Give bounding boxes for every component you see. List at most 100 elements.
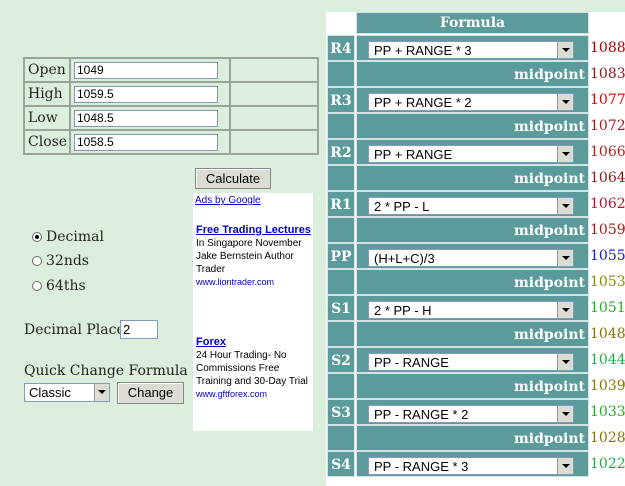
formula-set-select[interactable]: Classic [24,383,110,402]
ad-text: 24 Hour Trading- No Commissions Free Tra… [196,350,308,387]
ad-url-link[interactable]: www.gftforex.com [196,389,268,399]
level-label-r2: R2 [327,139,355,165]
high-input[interactable]: 1059.5 [74,85,218,103]
midpoint-label: midpoint [356,425,589,451]
ad-title-link[interactable]: Free Trading Lectures [196,224,311,236]
midpoint-value: 1028.00 [590,430,625,446]
radio-icon [32,256,42,266]
midpoint-spacer [327,165,355,191]
formula-cell: 2 * PP - L [356,191,589,217]
ad-url-link[interactable]: www.liontrader.com [196,277,275,287]
high-label: High [24,82,70,106]
decimal-places-input[interactable]: 2 [120,320,158,339]
formula-select-value: PP + RANGE * 3 [374,43,472,58]
formula-cell: PP - RANGE [356,347,589,373]
midpoint-value: 1039.00 [590,378,625,394]
radio-32nds-label: 32nds [46,253,89,269]
formula-select-r1[interactable]: 2 * PP - L [368,197,574,215]
formula-cell: PP - RANGE * 2 [356,399,589,425]
radio-selected-icon [32,232,42,242]
chevron-down-icon [557,198,573,214]
formula-select-value: PP - RANGE * 3 [374,459,469,474]
formula-select-s2[interactable]: PP - RANGE [368,353,574,371]
midpoint-value: 1083.00 [590,66,625,82]
midpoint-spacer [327,321,355,347]
quick-change-label: Quick Change Formula Set [24,363,216,379]
midpoint-label: midpoint [356,165,589,191]
calculate-button[interactable]: Calculate [195,168,271,189]
level-value-s3: 1033.50 [590,404,625,420]
level-label-pp: PP [327,243,355,269]
level-value-r4: 1088.50 [590,40,625,56]
open-row: Open 1049 [24,58,318,82]
low-label: Low [24,106,70,130]
ads-by-google-link[interactable]: Ads by Google [195,195,261,206]
formula-select-s1[interactable]: 2 * PP - H [368,301,574,319]
midpoint-spacer [327,61,355,87]
formula-select-value: (H+L+C)/3 [374,251,435,266]
chevron-down-icon [557,146,573,162]
midpoint-spacer [327,373,355,399]
formula-select-value: 2 * PP - L [374,199,430,214]
ohlc-input-table: Open 1049 High 1059.5 Low 1048.5 Close 1… [23,57,319,155]
chevron-down-icon [557,354,573,370]
close-input[interactable]: 1058.5 [74,133,218,151]
formula-select-value: PP + RANGE [374,147,453,162]
radio-icon [32,281,42,291]
level-value-r3: 1077.50 [590,92,625,108]
level-value-s2: 1044.50 [590,352,625,368]
radio-decimal-label: Decimal [46,229,104,245]
level-label-s3: S3 [327,399,355,425]
level-value-pp: 1055.50 [590,248,625,264]
midpoint-value: 1059.00 [590,222,625,238]
chevron-down-icon [557,302,573,318]
formula-select-s4[interactable]: PP - RANGE * 3 [368,457,574,475]
level-label-r3: R3 [327,87,355,113]
radio-64ths-label: 64ths [46,278,86,294]
ad-item: Free Trading Lectures In Singapore Novem… [196,224,313,289]
ad-item: Forex 24 Hour Trading- No Commissions Fr… [196,336,313,401]
chevron-down-icon [557,94,573,110]
midpoint-label: midpoint [356,113,589,139]
open-input[interactable]: 1049 [74,61,218,79]
formula-select-value: 2 * PP - H [374,303,432,318]
formula-select-pp[interactable]: (H+L+C)/3 [368,249,574,267]
midpoint-value: 1072.00 [590,118,625,134]
formula-select-s3[interactable]: PP - RANGE * 2 [368,405,574,423]
formula-select-r3[interactable]: PP + RANGE * 2 [368,93,574,111]
level-label-r1: R1 [327,191,355,217]
ad-text: In Singapore November Jake Bernstein Aut… [196,238,302,275]
high-row: High 1059.5 [24,82,318,106]
low-input[interactable]: 1048.5 [74,109,218,127]
formula-header: Formula [356,12,589,34]
radio-64ths[interactable]: 64ths [32,278,86,294]
change-button[interactable]: Change [117,382,184,404]
close-row: Close 1058.5 [24,130,318,154]
level-value-r2: 1066.50 [590,144,625,160]
ad-title-link[interactable]: Forex [196,336,226,348]
level-label-s4: S4 [327,451,355,477]
radio-32nds[interactable]: 32nds [32,253,89,269]
midpoint-label: midpoint [356,373,589,399]
radio-decimal[interactable]: Decimal [32,229,104,245]
formula-select-r2[interactable]: PP + RANGE [368,145,574,163]
low-row: Low 1048.5 [24,106,318,130]
formula-select-value: PP - RANGE [374,355,449,370]
decimal-places-label: Decimal Places [24,322,132,338]
midpoint-label: midpoint [356,321,589,347]
midpoint-value: 1048.00 [590,326,625,342]
formula-select-value: PP + RANGE * 2 [374,95,472,110]
formula-cell: PP + RANGE * 2 [356,87,589,113]
chevron-down-icon [557,250,573,266]
level-value-s4: 1022.50 [590,456,625,472]
formula-select-r4[interactable]: PP + RANGE * 3 [368,41,574,59]
chevron-down-icon [557,406,573,422]
formula-cell: 2 * PP - H [356,295,589,321]
formula-cell: (H+L+C)/3 [356,243,589,269]
chevron-down-icon [557,458,573,474]
ads-panel: Ads by Google Free Trading Lectures In S… [193,193,313,431]
level-value-s1: 1051.50 [590,300,625,316]
formula-cell: PP + RANGE [356,139,589,165]
level-label-s2: S2 [327,347,355,373]
